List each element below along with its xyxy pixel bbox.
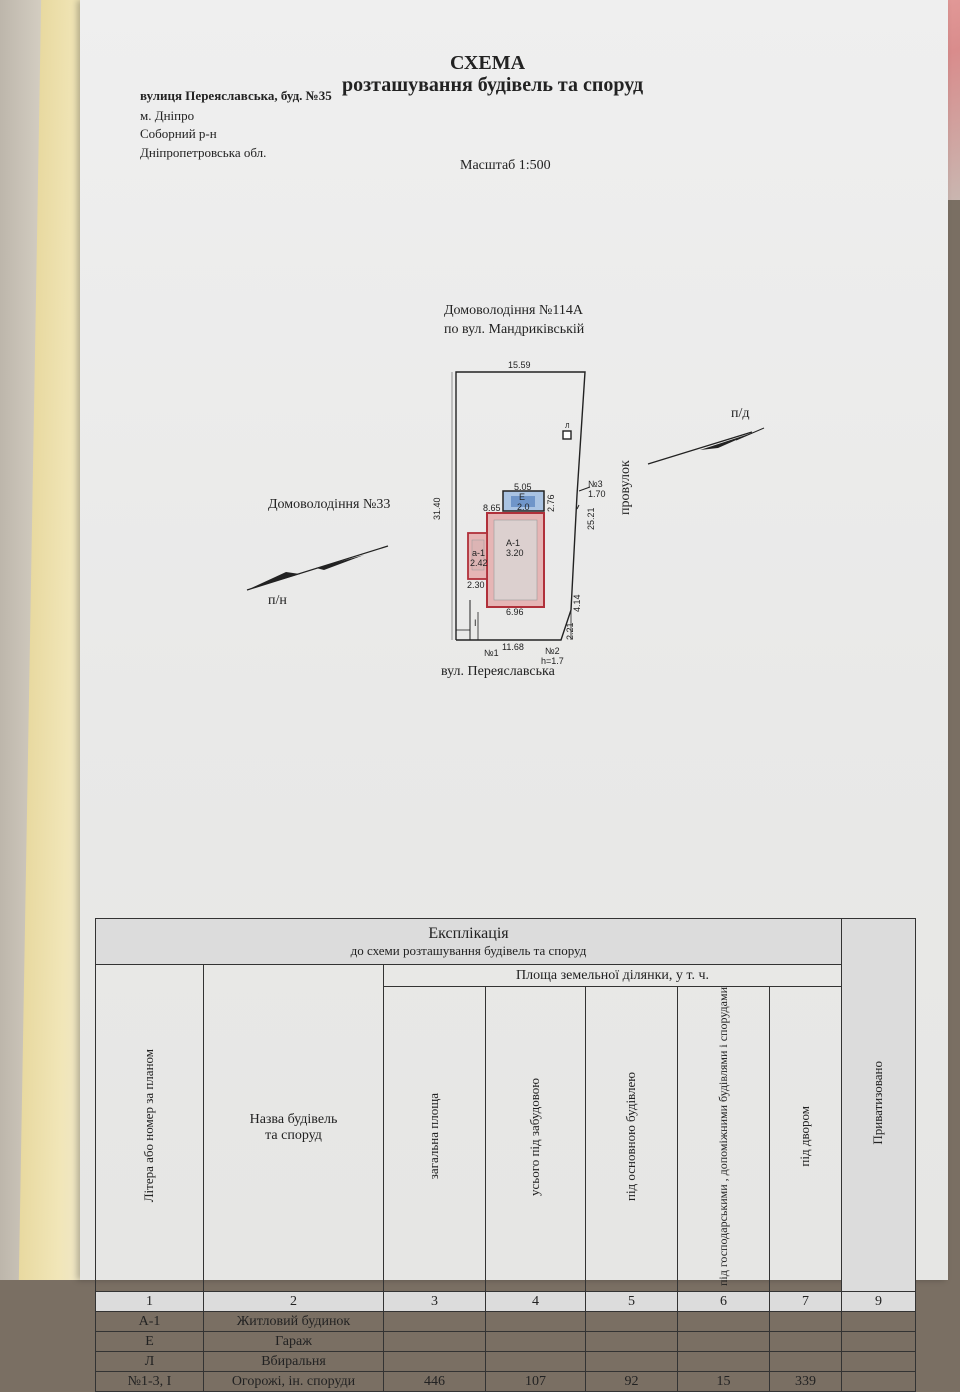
explication-table-wrap: Експлікація до схеми розташування будіве… (95, 917, 916, 1392)
col-total-header: загальна площа (383, 985, 486, 1293)
address-street: вулиця Переяславська, буд. №35 (140, 88, 332, 103)
dim-corner: 2.21 (565, 622, 575, 640)
dim-notch: 1.70 (588, 489, 606, 499)
col-aux-header: під господарськими , допоміжними будівля… (677, 985, 770, 1293)
document-subtitle: розташування будівель та споруд (342, 74, 644, 96)
table-row: Л Вбиральня (95, 1351, 916, 1373)
parcel-boundary (455, 371, 586, 641)
orientation-arrow-ne (647, 431, 753, 465)
west-neighbor: Домоволодіння №33 (268, 497, 391, 512)
col-privatized-header: Приватизовано (841, 917, 916, 1293)
house-letter: А-1 (506, 538, 521, 548)
column-number-row: 1 2 3 4 5 6 7 9 (95, 1291, 916, 1313)
address-city: м. Дніпро (140, 108, 195, 123)
height-mark: h=1.7 (541, 656, 564, 666)
address-district: Соборний р-н (140, 126, 217, 141)
dim-bottom: 11.68 (502, 642, 524, 652)
east-lane-label: провулок (618, 460, 633, 515)
dim-right-lower: 4.14 (572, 594, 582, 612)
dim-annex: 2.30 (467, 580, 485, 590)
site-plan (246, 371, 765, 641)
toilet-letter: Л (565, 423, 570, 430)
col-yard-header: під двором (769, 985, 842, 1293)
dim-house-top: 8.65 (483, 503, 501, 513)
col-main-header: під основною будівлею (585, 985, 678, 1293)
south-street: вул. Переяславська (441, 664, 555, 679)
table-title: Експлікація (428, 924, 509, 942)
table-subtitle: до схеми розташування будівель та споруд (350, 942, 587, 958)
table-row: №1-3, І Огорожі, ін. споруди 446 107 92 … (95, 1371, 916, 1392)
address-oblast: Дніпропетровська обл. (140, 145, 267, 160)
document-title: СХЕМА (450, 52, 526, 74)
orientation-ne-label: п/д (731, 406, 750, 421)
fence-3-label: №3 (588, 479, 603, 489)
area-group-header: Площа земельної ділянки, у т. ч. (383, 964, 842, 987)
fence-3-tick (578, 486, 591, 492)
fence-2-label: №2 (545, 646, 560, 656)
house-height: 3.20 (506, 548, 524, 558)
explication-table: Експлікація до схеми розташування будіве… (95, 917, 916, 1392)
annex-letter: а-1 (472, 548, 486, 558)
dim-house-bottom: 6.96 (506, 607, 524, 617)
orientation-sw-label: п/н (268, 593, 287, 608)
dim-left: 31.40 (432, 497, 442, 520)
dim-garage-width: 5.05 (514, 482, 532, 492)
table-row: А-1 Житловий будинок (95, 1311, 916, 1333)
col-built-header: усього під забудовою (485, 985, 586, 1293)
gate-label: I (474, 618, 477, 628)
table-title-cell: Експлікація до схеми розташування будіве… (95, 918, 842, 965)
col-name-header: Назва будівель та споруд (203, 963, 384, 1293)
dim-right: 25.21 (586, 507, 596, 530)
col-letter-header: Літера або номер за планом (95, 963, 204, 1293)
north-neighbor: Домоволодіння №114А (444, 303, 583, 318)
dim-top: 15.59 (508, 360, 531, 370)
dim-garage-depth: 2.76 (546, 494, 556, 512)
annex-height: 2.42 (470, 558, 488, 568)
fence-1-label: №1 (484, 648, 499, 658)
scale-label: Масштаб 1:500 (460, 158, 551, 173)
toilet-building (562, 430, 572, 440)
garage-height: 2.0 (517, 502, 530, 512)
garage-letter: Е (519, 492, 526, 502)
table-row: Е Гараж (95, 1331, 916, 1353)
north-neighbor-street: по вул. Мандриківській (444, 322, 585, 337)
